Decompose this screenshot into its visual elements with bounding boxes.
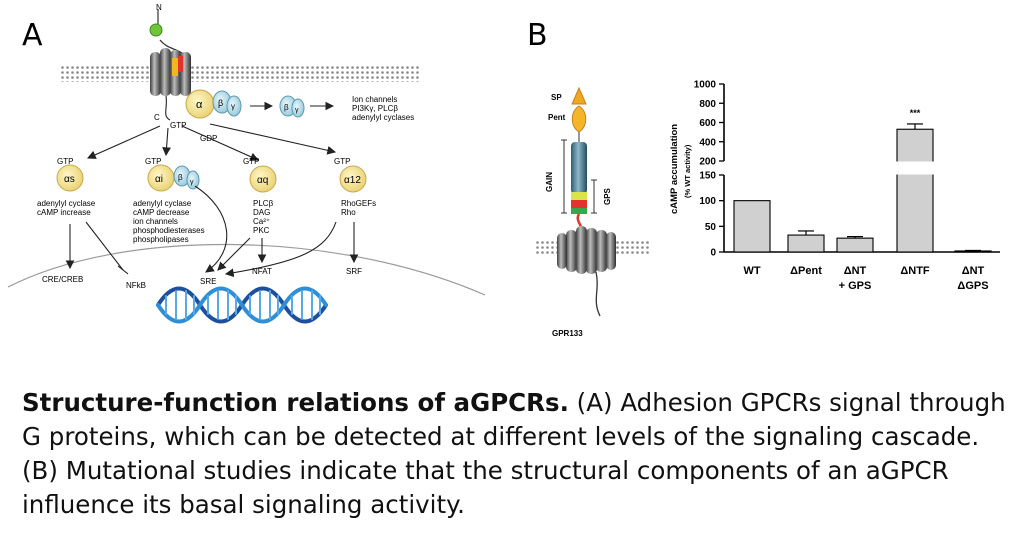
dna-helix-image <box>158 289 326 322</box>
x-tick-label: ΔPent <box>790 265 822 277</box>
gamma-label: γ <box>231 102 235 111</box>
alpha-label: α <box>196 99 203 111</box>
alpha-i-label: αi <box>155 174 163 185</box>
alpha-s-effectors: adenylyl cyclase cAMP increase <box>37 199 97 217</box>
camp-bar-chart: cAMP accumulation (% WT activity) 0 50 100… <box>669 80 1000 293</box>
panel-a-diagram: N C α β γ GTP GDP β γ Ion channels PI3Kγ… <box>8 3 485 322</box>
x-tick-label: WT <box>743 265 760 277</box>
chart-bars <box>734 124 991 252</box>
pentraxin-domain <box>572 106 586 132</box>
x-tick-label: ΔNT <box>844 265 867 277</box>
y-tick-label: 100 <box>699 196 716 207</box>
caption-title: Structure-function relations of aGPCRs. <box>22 388 569 417</box>
gtp-label-top: GTP <box>170 121 186 130</box>
bar <box>955 251 991 252</box>
bar <box>897 129 933 252</box>
pent-label: Pent <box>548 113 566 122</box>
alpha-i-node: GTP αi β γ <box>145 157 199 191</box>
chart-ylabel: cAMP accumulation <box>669 124 680 214</box>
alpha-q-effectors: PLCβ DAG Ca²⁺ PKC <box>253 199 275 235</box>
bar <box>837 238 873 252</box>
alpha-s-label: αs <box>64 174 75 185</box>
downstream-arrows <box>70 186 354 274</box>
gamma-label-i: γ <box>190 179 194 186</box>
beta-gamma-free: β γ <box>280 96 304 117</box>
chart-ylabel-unit: (% WT activity) <box>683 144 692 198</box>
nuclear-membrane <box>8 244 485 295</box>
y-tick-label: 800 <box>699 99 716 110</box>
gamma-label-free: γ <box>295 107 299 114</box>
x-tick-label: ΔNTF <box>900 265 930 277</box>
cre-creb-label: CRE/CREB <box>42 275 83 284</box>
sre-label: SRE <box>200 277 216 286</box>
alpha-q-label: αq <box>257 175 268 186</box>
y-tick-label: 600 <box>699 118 716 129</box>
alpha-12-effectors: RhoGEFs Rho <box>341 199 378 217</box>
beta-label-i: β <box>178 173 183 182</box>
alpha-q-node: GTP αq <box>243 157 276 192</box>
receptor-a: N C <box>150 3 191 122</box>
gtp-label-q: GTP <box>243 157 259 166</box>
gps-label: GPS <box>603 187 612 205</box>
nfkb-label: NFkB <box>126 281 146 290</box>
gtp-label-12: GTP <box>334 157 350 166</box>
srf-label: SRF <box>346 267 362 276</box>
beta-label: β <box>218 98 223 108</box>
y-tick-label: 0 <box>710 248 716 259</box>
x-tick-label: ΔNT <box>962 265 985 277</box>
y-tick-label: 50 <box>705 222 717 233</box>
figure-caption: Structure-function relations of aGPCRs. … <box>22 386 1007 522</box>
signal-peptide <box>572 88 586 104</box>
alpha-s-node: GTP αs <box>57 157 83 191</box>
gain-domain <box>571 142 587 194</box>
sp-label: SP <box>551 93 562 102</box>
alpha-12-node: GTP α12 <box>334 157 366 192</box>
figure-panels: N C α β γ GTP GDP β γ Ion channels PI3Kγ… <box>0 0 1016 380</box>
chart-xlabels: WT ΔPent ΔNT + GPS ΔNTF ΔNT ΔGPS <box>743 265 988 292</box>
nfat-label: NFAT <box>252 267 272 276</box>
n-terminus-label: N <box>156 3 162 12</box>
x-tick-label: + GPS <box>839 280 872 292</box>
g-protein-heterotrimer: α β γ GTP GDP <box>170 90 241 143</box>
y-tick-label: 200 <box>699 157 716 168</box>
y-tick-label: 1000 <box>694 80 717 91</box>
gtp-label-i: GTP <box>145 157 161 166</box>
beta-label-free: β <box>284 103 289 112</box>
gain-label: GAIN <box>545 172 554 192</box>
axis-break-gap <box>896 162 934 175</box>
panel-b-receptor: SP Pent GAIN GPS GPR133 <box>535 88 650 338</box>
seven-tm-domain <box>557 226 616 316</box>
bar <box>734 201 770 252</box>
c-terminus-label: C <box>154 113 160 122</box>
y-tick-label: 150 <box>699 171 716 182</box>
bar <box>788 235 824 252</box>
plasma-membrane <box>60 66 420 82</box>
significance-marker: *** <box>910 108 921 118</box>
alpha-i-effectors: adenylyl cyclase cAMP decrease ion chann… <box>133 199 207 244</box>
x-tick-label: ΔGPS <box>957 280 988 292</box>
glycosylation-icon <box>150 24 162 36</box>
gpr133-label: GPR133 <box>552 329 583 338</box>
effectors-top-text: Ion channels PI3Kγ, PLCβ adenylyl cyclas… <box>352 95 414 122</box>
alpha-12-label: α12 <box>344 175 361 186</box>
y-tick-label: 400 <box>699 137 716 148</box>
